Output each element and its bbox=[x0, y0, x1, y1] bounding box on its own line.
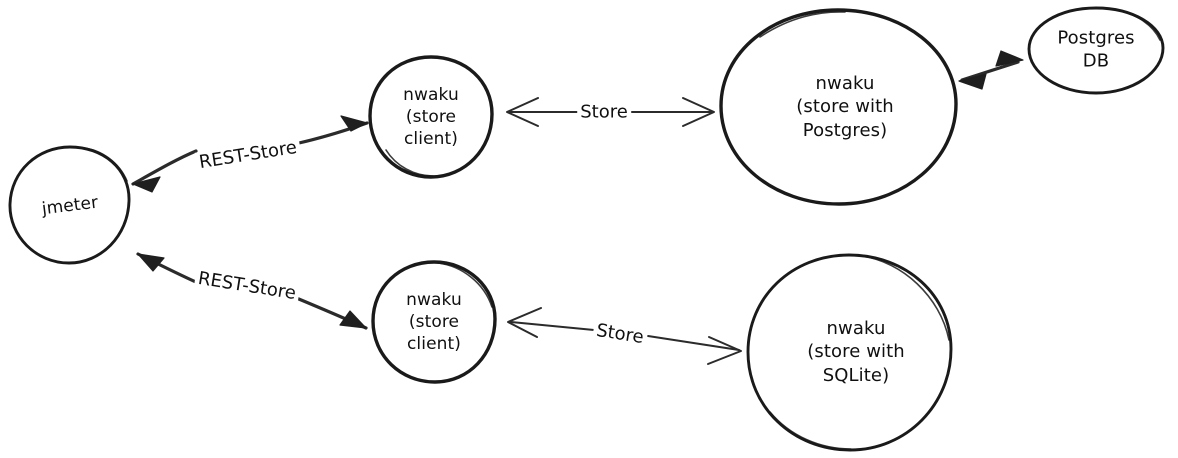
node-nwaku-sqlite[interactable] bbox=[746, 253, 953, 452]
edge-store-bottom-left-line bbox=[510, 321, 595, 331]
edge-rest-store-bottom-right-arrowhead bbox=[339, 310, 367, 329]
edge-store-top-right-arrowhead bbox=[682, 97, 715, 127]
store-client-top-circle-outline bbox=[368, 55, 494, 179]
node-store-client-bottom[interactable] bbox=[371, 260, 497, 384]
nwaku-sqlite-sketch-stroke-2 bbox=[769, 411, 852, 450]
store-client-bottom-sketch-stroke bbox=[437, 262, 493, 308]
postgres-db-sketch-stroke bbox=[1107, 8, 1161, 41]
edge-postgres-db-right-arrowhead bbox=[995, 50, 1024, 67]
edge-store-bottom-right-line bbox=[647, 335, 740, 351]
edge-rest-store-bottom-left-arrowhead bbox=[137, 253, 165, 272]
edge-store-bottom-right-arrowhead bbox=[707, 336, 742, 365]
nwaku-postgres-sketch-stroke bbox=[759, 11, 846, 38]
nwaku-sqlite-sketch-stroke bbox=[861, 255, 950, 341]
edge-store-bottom-left-arrowhead bbox=[507, 307, 542, 338]
edge-rest-store-top-right-arrowhead bbox=[340, 115, 368, 132]
nwaku-postgres-ellipse-outline bbox=[719, 8, 958, 206]
edge-postgres-db-line bbox=[960, 60, 1020, 82]
edge-store-bottom[interactable] bbox=[507, 307, 742, 365]
edge-rest-store-top-left-arrowhead bbox=[132, 176, 161, 193]
edge-store-top-left-arrowhead bbox=[506, 97, 539, 127]
store-client-bottom-circle-outline bbox=[371, 260, 497, 384]
nwaku-sqlite-circle-outline bbox=[746, 253, 953, 452]
edge-rest-store-bottom[interactable] bbox=[136, 252, 368, 330]
edge-rest-store-top[interactable] bbox=[131, 115, 369, 193]
jmeter-circle-outline bbox=[8, 145, 131, 265]
edge-store-top[interactable] bbox=[506, 97, 715, 127]
store-client-top-sketch-stroke bbox=[385, 149, 434, 177]
node-nwaku-postgres[interactable] bbox=[719, 8, 958, 206]
edge-postgres-db-link[interactable] bbox=[958, 50, 1024, 90]
edge-postgres-db-left-arrowhead bbox=[958, 73, 987, 90]
jmeter-circle-sketch-stroke bbox=[83, 147, 128, 182]
node-store-client-top[interactable] bbox=[368, 55, 494, 179]
edge-rest-store-top-left-line bbox=[131, 149, 198, 186]
node-postgres-db[interactable] bbox=[1027, 6, 1165, 95]
node-jmeter[interactable] bbox=[8, 145, 131, 265]
